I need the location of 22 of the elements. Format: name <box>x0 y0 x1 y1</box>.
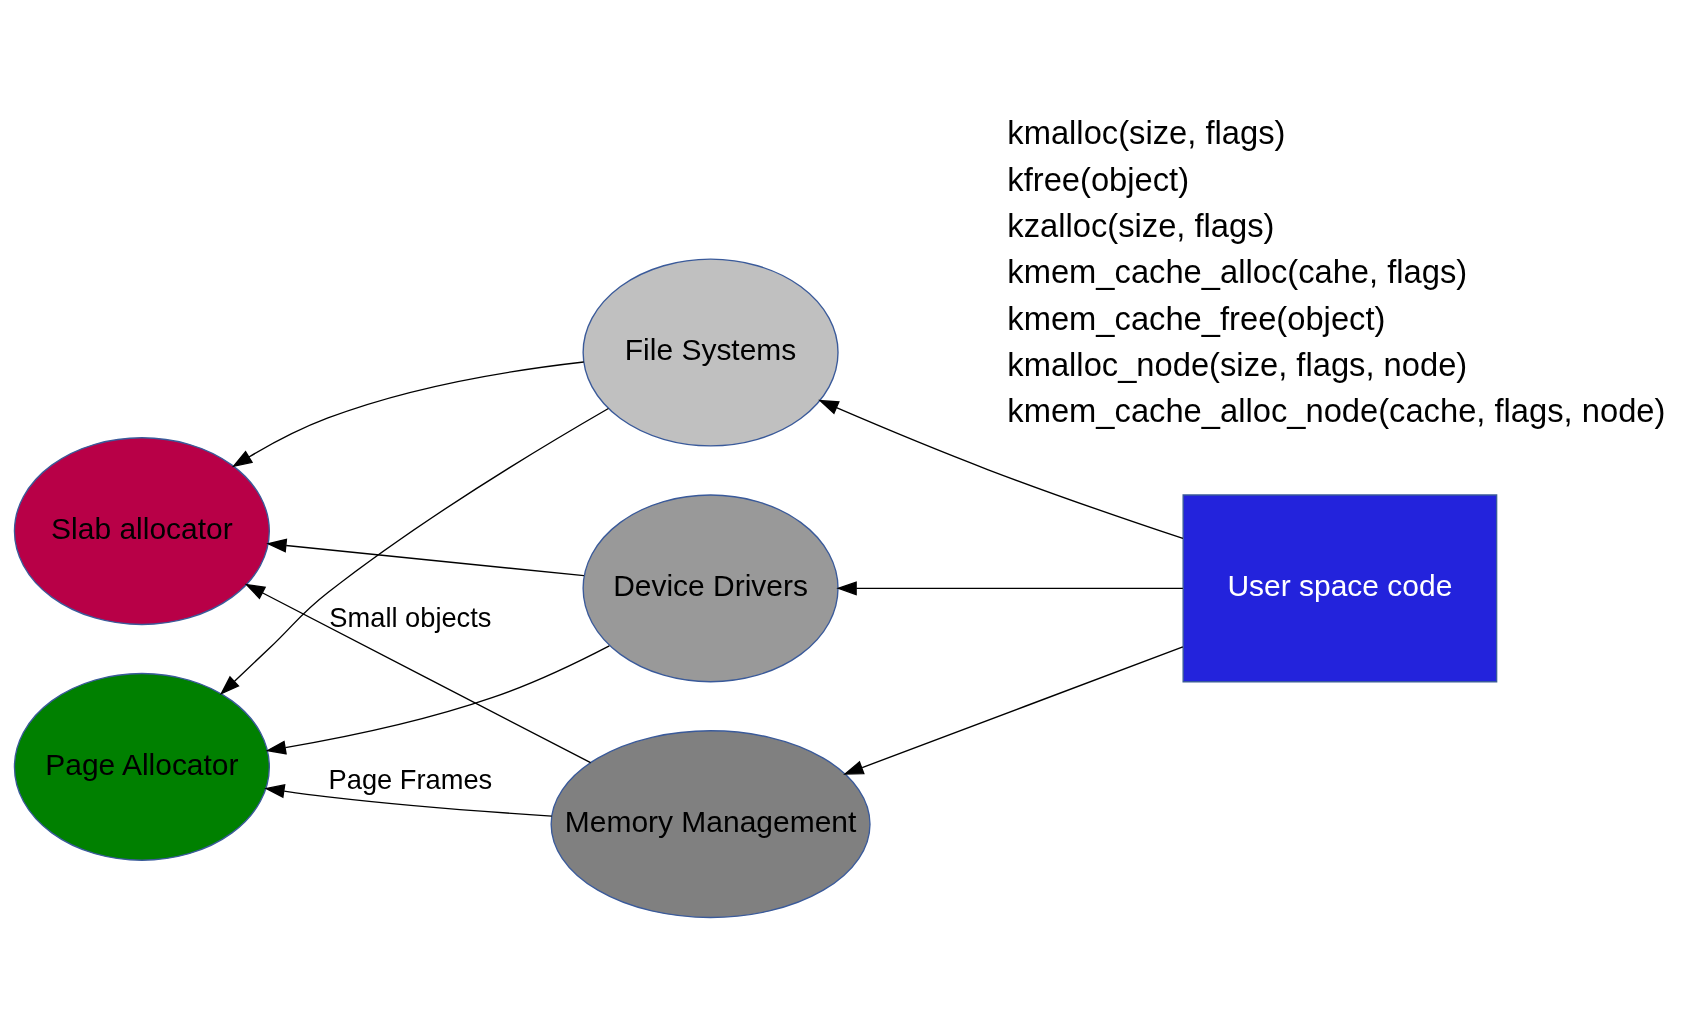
label: kzalloc(size, flags) <box>1006 206 1274 244</box>
label: kmalloc_node(size, flags, node) <box>1006 345 1467 383</box>
arrow <box>265 644 610 755</box>
edge-label: Small objects <box>328 601 491 633</box>
node-ellipse: Device Drivers <box>581 493 839 682</box>
node-ellipse: Slab allocator <box>13 436 270 625</box>
node-ellipse: Memory Management <box>549 729 871 918</box>
label: kmalloc(size, flags) <box>1006 113 1285 151</box>
arrow <box>817 399 1184 539</box>
arrow <box>265 537 585 576</box>
arrow <box>244 583 591 763</box>
label: kmem_cache_alloc_node(cache, flags, node) <box>1006 391 1665 429</box>
arrow <box>231 360 584 467</box>
arrow <box>263 783 552 817</box>
label: kmem_cache_alloc(cahe, flags) <box>1006 252 1467 290</box>
arrow <box>835 580 1183 595</box>
arrow <box>219 407 609 695</box>
label: kfree(object) <box>1006 160 1189 198</box>
arrow <box>842 645 1183 775</box>
edge-label: Page Frames <box>328 763 492 795</box>
label: kmem_cache_free(object) <box>1006 299 1385 337</box>
node-box: User space code <box>1182 493 1497 682</box>
